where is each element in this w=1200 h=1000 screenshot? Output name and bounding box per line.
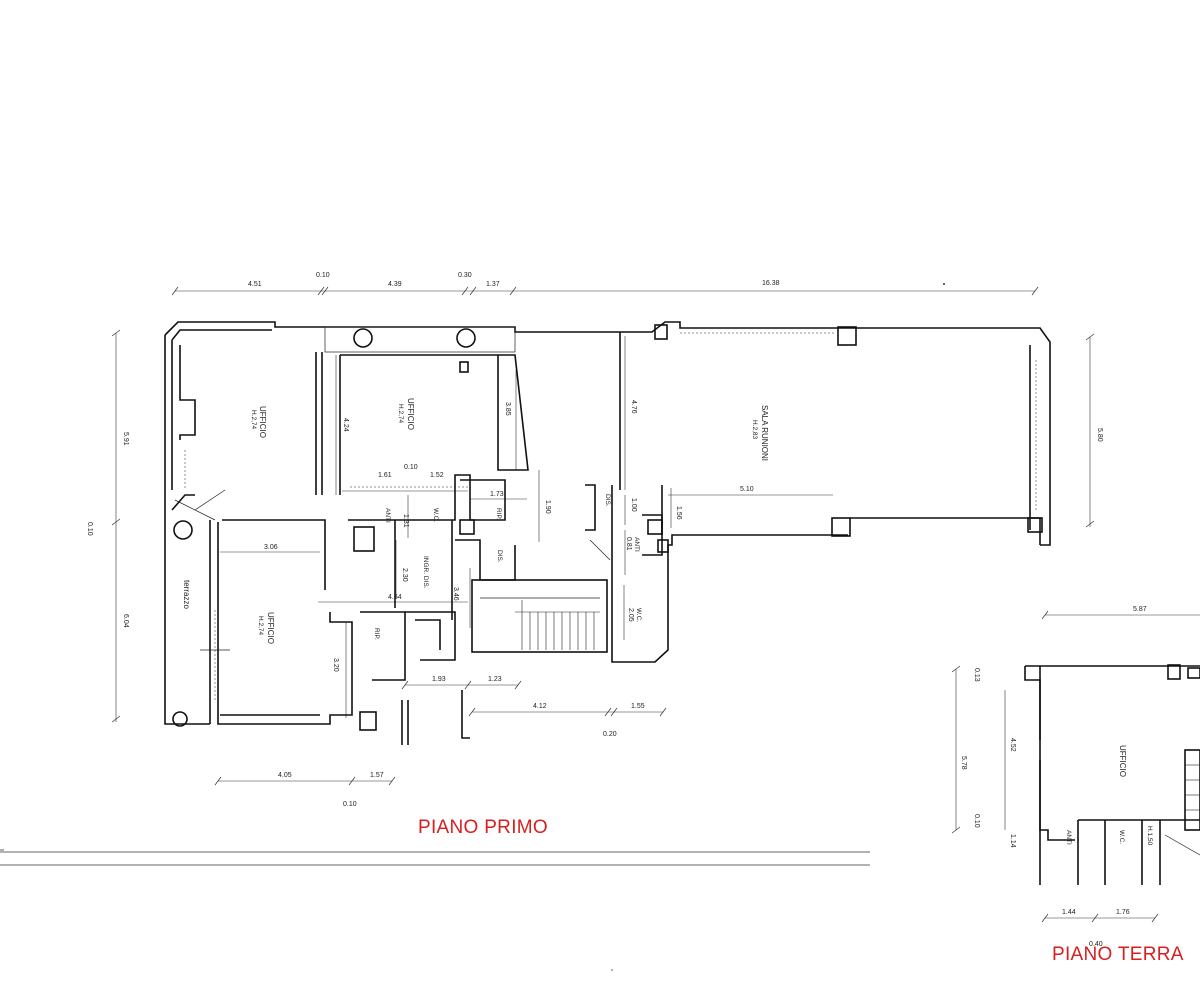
dim-label: 4.51 (248, 281, 262, 288)
dim-label: 4.64 (388, 594, 402, 601)
room-anti: ANTI (633, 537, 640, 552)
room-ufficio-left-height: H.2,74 (250, 410, 257, 430)
dim-label: 0.40 (1089, 941, 1103, 948)
ground-dimension-labels: 5.87 0.13 4.52 5.78 0.10 1.14 1.44 1.76 … (960, 606, 1147, 948)
dim-label: 1.31 (402, 514, 409, 528)
dim-label: 16.38 (762, 280, 780, 287)
base-lines (0, 849, 870, 866)
dim-label: 4.05 (278, 772, 292, 779)
room-terrazzo: terrazzo (182, 580, 191, 609)
room-wc: W.C. (635, 608, 642, 622)
dim-label: 1.14 (1009, 834, 1016, 848)
dim-label: 2.30 (401, 568, 408, 582)
room-rip: RIP. (495, 508, 502, 520)
dim-label: 5.78 (960, 756, 967, 770)
dim-label: 1.23 (488, 676, 502, 683)
room-dis: DIS. (496, 550, 503, 563)
room-rip: RIP. (373, 628, 380, 640)
dim-label: 5.91 (122, 432, 129, 446)
dim-label: 1.52 (430, 472, 444, 479)
dim-label: 3.06 (264, 544, 278, 551)
dim-label: 0.10 (404, 464, 418, 471)
dim-label: 1.61 (378, 472, 392, 479)
dim-label: 1.76 (1116, 909, 1130, 916)
dim-label: 1.73 (490, 491, 504, 498)
room-gt-ufficio: UFFICIO (1118, 745, 1127, 777)
dim-label: 6.04 (122, 614, 129, 628)
dimension-lines (111, 286, 1095, 786)
dim-label: 0.20 (603, 731, 617, 738)
dim-label: 1.37 (486, 281, 500, 288)
walls-first-floor (164, 321, 1051, 745)
room-ufficio-center-height: H.2,74 (397, 404, 404, 424)
room-sala-riunioni-name: SALA RUNIONI (760, 405, 769, 461)
top-dimension-labels: 4.51 0.10 4.39 0.30 1.37 16.38 (248, 272, 780, 288)
room-ufficio-lower-height: H.2,74 (257, 616, 264, 636)
dim-label: 1.00 (630, 498, 637, 512)
dim-label: 2.05 (627, 608, 634, 622)
dim-label: 4.24 (342, 418, 349, 432)
room-gt-h: H.1,50 (1146, 826, 1153, 846)
dim-label: 5.80 (1096, 428, 1103, 442)
dim-label: 1.90 (544, 500, 551, 514)
dim-label: 0.10 (343, 801, 357, 808)
dim-label: 5.87 (1133, 606, 1147, 613)
dim-label: 3.85 (504, 402, 511, 416)
room-gt-anti: ANTI (1065, 830, 1072, 845)
dim-label: 1.44 (1062, 909, 1076, 916)
room-ufficio-left-name: UFFICIO (258, 406, 267, 438)
dim-label: 1.56 (675, 506, 682, 520)
dim-label: 1.55 (631, 703, 645, 710)
title-piano-terra: PIANO TERRA (1052, 944, 1184, 965)
dim-label: 4.76 (630, 400, 637, 414)
dim-label: 0.10 (973, 814, 980, 828)
dim-label: 4.39 (388, 281, 402, 288)
dim-label: 5.10 (740, 486, 754, 493)
room-labels: UFFICIO H.2,74 UFFICIO H.2,74 SALA RUNIO… (182, 398, 1153, 846)
dim-label: 4.52 (1009, 738, 1016, 752)
dim-label: 0.10 (86, 522, 93, 536)
room-sala-riunioni-height: H.2,83 (751, 420, 758, 440)
dim-label: 1.93 (432, 676, 446, 683)
room-ufficio-lower-name: UFFICIO (266, 612, 275, 644)
dim-label: 0.81 (625, 537, 632, 551)
dim-label: 1.57 (370, 772, 384, 779)
dim-label: 3.20 (332, 658, 339, 672)
room-dis: DIS. (604, 494, 611, 507)
dim-label: 0.13 (973, 668, 980, 682)
title-piano-primo: PIANO PRIMO (418, 817, 548, 838)
room-gt-wc: W.C. (1118, 830, 1125, 844)
dim-label: 0.10 (316, 272, 330, 279)
walls-ground-floor (951, 610, 1200, 923)
dim-label: 3.46 (452, 587, 459, 601)
room-wc: W.C. (432, 508, 439, 522)
room-anti: ANTI (384, 508, 391, 523)
dim-label: 4.12 (533, 703, 547, 710)
dim-label: 0.30 (458, 272, 472, 279)
room-ufficio-center-name: UFFICIO (406, 398, 415, 430)
room-ingr-dis: INGR. DIS. (422, 556, 429, 589)
